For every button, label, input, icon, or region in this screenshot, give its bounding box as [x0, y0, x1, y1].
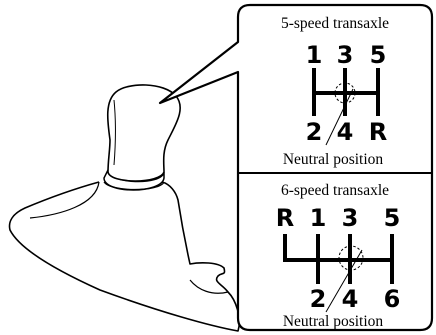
boot-fold-line	[29, 181, 229, 294]
six-speed-neutral-leader	[325, 249, 363, 313]
callout-frame	[158, 3, 434, 332]
six-speed-gear-1: 1	[310, 204, 327, 232]
six-speed-gear-2: 2	[310, 285, 327, 313]
six-speed-title: 6-speed transaxle	[281, 182, 389, 199]
six-speed-gear-r: R	[276, 204, 294, 232]
six-speed-gear-5: 5	[384, 204, 401, 232]
five-speed-gear-4: 4	[337, 118, 354, 146]
five-speed-neutral-label: Neutral position	[283, 151, 384, 168]
six-speed-gear-6: 6	[384, 285, 401, 313]
five-speed-pattern	[312, 68, 380, 146]
shift-boot	[8, 181, 241, 332]
five-speed-title: 5-speed transaxle	[281, 15, 389, 32]
five-speed-gear-5: 5	[370, 41, 387, 69]
five-speed-gear-r: R	[369, 118, 387, 146]
six-speed-neutral-label: Neutral position	[283, 313, 384, 330]
six-speed-gear-4: 4	[342, 285, 359, 313]
five-speed-gear-2: 2	[306, 118, 323, 146]
knob-highlight	[113, 99, 116, 166]
knob-collar-line	[103, 181, 165, 191]
five-speed-gear-1: 1	[306, 41, 323, 69]
six-speed-neutral-circle	[338, 245, 364, 271]
five-speed-gear-3: 3	[337, 41, 354, 69]
six-speed-gear-3: 3	[342, 204, 359, 232]
five-speed-neutral-leader	[325, 88, 354, 146]
six-speed-pattern	[283, 234, 394, 313]
five-speed-neutral-circle	[334, 82, 356, 104]
